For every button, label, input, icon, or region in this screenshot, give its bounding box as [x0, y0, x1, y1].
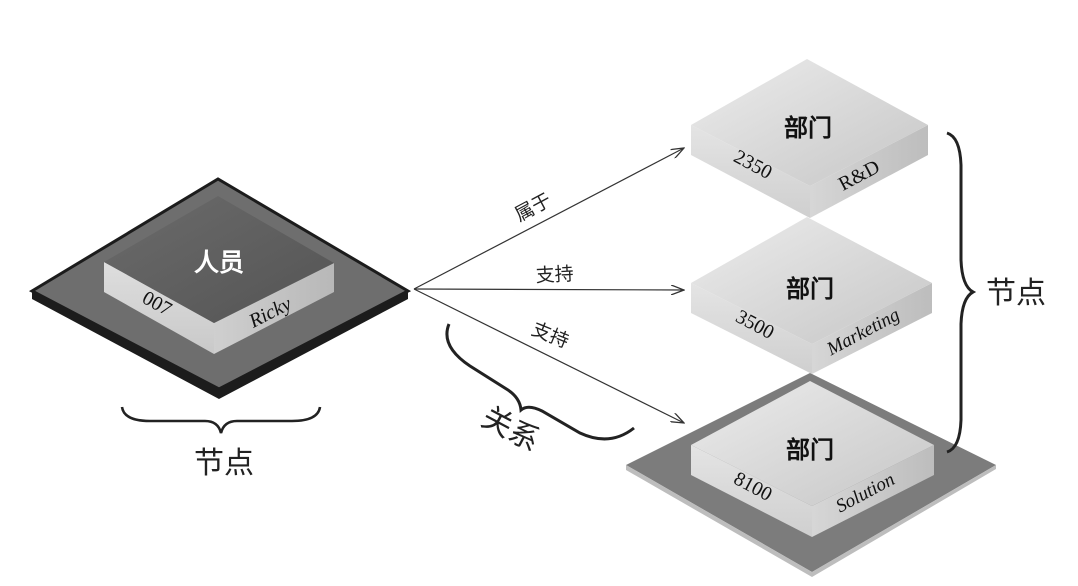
relationship-label-belongs: 属于: [511, 189, 555, 226]
person-node-box-left: [104, 262, 214, 354]
node-label-left: 节点: [194, 446, 254, 481]
department-rnd-title: 部门: [784, 114, 832, 142]
department-node-solution: 部门 8100 Solution: [691, 381, 934, 537]
department-solution-box-left: [691, 445, 812, 537]
relationship-arrow-belongs: [413, 148, 684, 290]
node-brace-left: [120, 406, 322, 434]
department-node-marketing: 部门 3500 Marketing: [691, 217, 932, 374]
person-node: 人员 007 Ricky: [28, 177, 412, 399]
department-marketing-box-top: [691, 217, 932, 344]
department-rnd-box-right: [810, 125, 928, 218]
person-node-title: 人员: [194, 248, 244, 277]
relationship-brace: [445, 323, 635, 441]
department-marketing-box-right: [812, 283, 932, 374]
department-marketing-title: 部门: [786, 275, 834, 303]
department-rnd-box-top: [691, 59, 928, 186]
department-rnd-box-left: [691, 125, 810, 218]
person-node-box-top: [104, 196, 334, 323]
relationship-label-supports-1: 支持: [535, 263, 574, 287]
department-solution-title: 部门: [786, 436, 834, 464]
person-node-box-right: [214, 263, 334, 354]
department-node-rnd: 部门 2350 R&D: [691, 59, 928, 218]
department-solution-box-top: [691, 381, 934, 506]
relationship-arrow-supports-2: [413, 288, 684, 423]
relationship-arrows: [413, 148, 684, 423]
node-label-right: 节点: [986, 276, 1046, 311]
department-marketing-box-left: [691, 283, 812, 374]
node-brace-right: [946, 131, 977, 454]
relationship-label-supports-2: 支持: [529, 318, 572, 353]
relationship-arrow-supports-1: [413, 289, 684, 290]
department-solution-box-right: [812, 445, 934, 537]
